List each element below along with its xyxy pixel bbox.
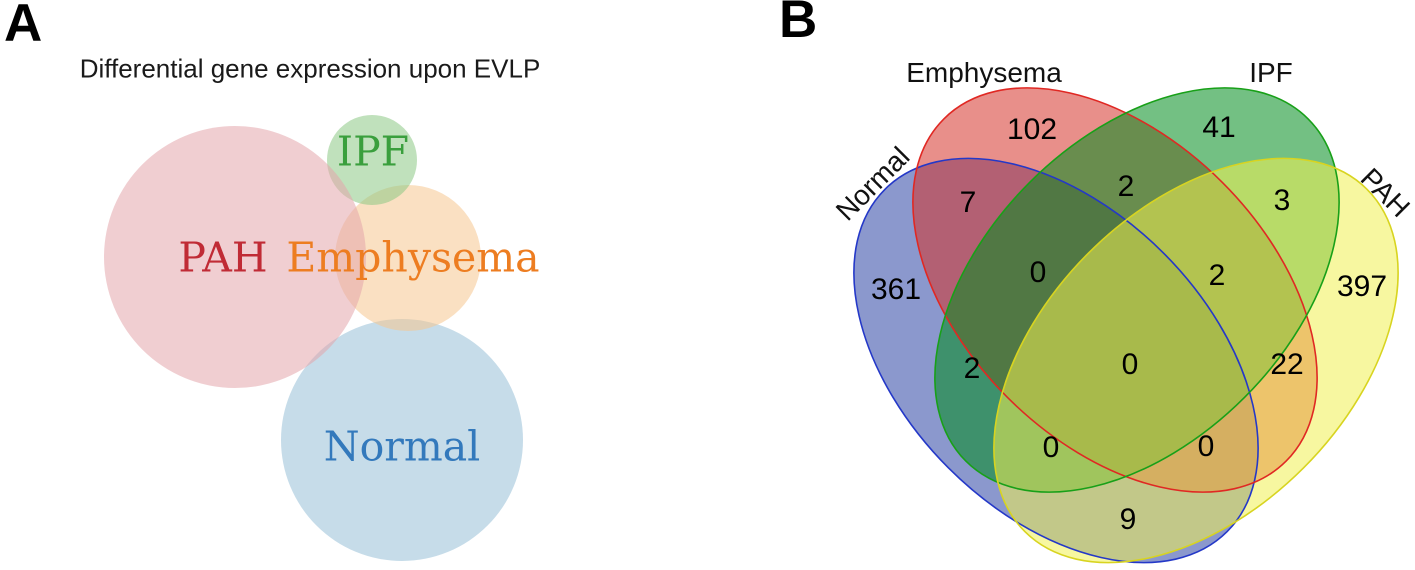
venn-count-normal: 361	[870, 273, 922, 306]
venn-ellipse-outline-emphysema	[912, 87, 1318, 493]
bubble-label-emphysema: Emphysema	[286, 233, 540, 282]
bubble-label-pah: PAH	[178, 233, 268, 282]
bubble-pah	[104, 126, 366, 388]
venn-count-emphysema-ipf: 2	[1117, 170, 1135, 203]
venn-ellipse-outline-normal	[853, 157, 1259, 564]
venn-count-emphysema: 102	[1006, 113, 1058, 146]
bubble-label-normal: Normal	[323, 422, 481, 471]
bubble-label-ipf: IPF	[336, 127, 410, 176]
venn-count-emphysema-pah: 22	[1270, 348, 1304, 381]
venn-count-normal-ipf: 2	[963, 352, 981, 385]
panel-a-bubble-group	[104, 115, 523, 561]
venn-ellipse-outline-pah	[993, 157, 1399, 564]
venn-count-normal-emphysema: 7	[959, 186, 977, 219]
venn-ellipse-fill-pah	[993, 158, 1399, 563]
bubble-emphysema	[335, 185, 481, 331]
venn-count-ipf-pah: 3	[1273, 184, 1291, 217]
panel-a-title: Differential gene expression upon EVLP	[79, 53, 541, 84]
bubble-ipf	[327, 115, 417, 205]
venn-set-label-emphysema: Emphysema	[906, 57, 1062, 88]
venn-count-normal-pah: 9	[1119, 503, 1137, 536]
venn-count-normal-emphysema-ipf-pah: 0	[1121, 348, 1139, 381]
venn-count-ipf: 41	[1202, 111, 1236, 144]
venn-count-normal-emphysema-pah: 0	[1042, 431, 1060, 464]
venn-count-normal-emphysema-ipf: 0	[1029, 256, 1047, 289]
panel-b-venn-outline-group	[853, 87, 1399, 564]
venn-count-normal-ipf-pah: 0	[1197, 430, 1215, 463]
panel-a-letter: A	[4, 0, 43, 53]
venn-ellipse-outline-ipf	[934, 87, 1340, 493]
panel-b-venn-fill-group	[853, 87, 1399, 563]
bubble-normal	[281, 319, 523, 561]
panel-b-letter: B	[779, 0, 818, 49]
venn-count-pah: 397	[1336, 270, 1388, 303]
venn-count-emphysema-ipf-pah: 2	[1208, 259, 1226, 292]
venn-set-label-ipf: IPF	[1249, 57, 1293, 88]
